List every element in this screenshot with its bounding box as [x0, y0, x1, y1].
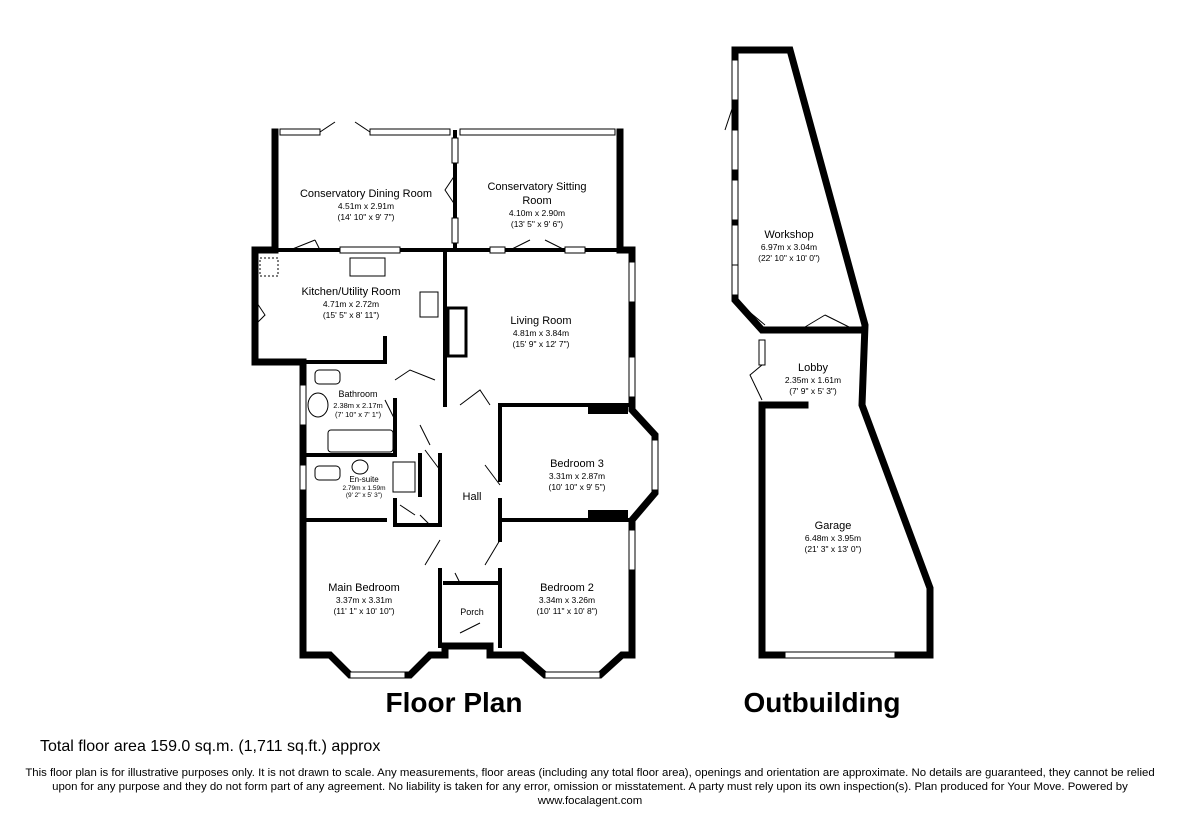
- garage-metric: 6.48m x 3.95m: [805, 533, 861, 543]
- fixtures: [259, 257, 439, 493]
- living-room-name: Living Room: [510, 315, 571, 327]
- garage-name: Garage: [815, 520, 852, 532]
- toilet-bathroom: [314, 369, 341, 385]
- bathroom-imperial: (7' 10" x 7' 1"): [335, 410, 382, 419]
- ensuite-name: En-suite: [349, 475, 379, 484]
- basin-bathroom: [307, 392, 329, 418]
- boiler: [259, 257, 279, 277]
- conservatory-dining-room-metric: 4.51m x 2.91m: [338, 201, 394, 211]
- basin-ensuite: [351, 459, 369, 475]
- bedroom-2-metric: 3.34m x 3.26m: [539, 595, 595, 605]
- kitchen-utility-room-name: Kitchen/Utility Room: [301, 286, 400, 298]
- windows: [279, 59, 896, 679]
- conservatory-sitting-room-name-2: Room: [522, 195, 551, 207]
- total-floor-area: Total floor area 159.0 sq.m. (1,711 sq.f…: [40, 738, 381, 755]
- lobby-name: Lobby: [798, 362, 828, 374]
- disclaimer-text: This floor plan is for illustrative purp…: [25, 767, 1155, 807]
- shower: [392, 461, 416, 493]
- floor-plan-title: Floor Plan: [386, 687, 523, 718]
- bathroom-metric: 2.38m x 2.17m: [333, 401, 383, 410]
- inner-walls: [273, 130, 634, 648]
- conservatory-sitting-room-metric: 4.10m x 2.90m: [509, 208, 565, 218]
- floor-plan-drawing: Conservatory Dining Room 4.51m x 2.91m (…: [251, 46, 934, 718]
- lobby-metric: 2.35m x 1.61m: [785, 375, 841, 385]
- workshop-imperial: (22' 10" x 10' 0"): [758, 253, 820, 263]
- walls: [251, 46, 934, 679]
- workshop-name: Workshop: [764, 229, 813, 241]
- bedroom-3-imperial: (10' 10" x 9' 5"): [548, 482, 605, 492]
- kitchen-utility-room-metric: 4.71m x 2.72m: [323, 299, 379, 309]
- room-labels: Conservatory Dining Room 4.51m x 2.91m (…: [300, 181, 901, 718]
- living-room-imperial: (15' 9" x 12' 7"): [512, 339, 569, 349]
- outbuilding-walls: [731, 46, 934, 659]
- ensuite-metric: 2.79m x 1.59m: [343, 485, 386, 492]
- conservatory-sitting-room-imperial: (13' 5" x 9' 6"): [511, 219, 563, 229]
- workshop-metric: 6.97m x 3.04m: [761, 242, 817, 252]
- conservatory-dining-room-name: Conservatory Dining Room: [300, 188, 432, 200]
- bedroom-2-imperial: (10' 11" x 10' 8"): [536, 606, 597, 616]
- toilet-ensuite: [314, 465, 341, 481]
- bath: [327, 429, 394, 453]
- main-bedroom-name: Main Bedroom: [328, 582, 400, 594]
- fireplace: [446, 306, 468, 358]
- chimney-block-bedroom3-top: [588, 404, 628, 414]
- living-room-metric: 4.81m x 3.84m: [513, 328, 569, 338]
- porch-name: Porch: [460, 607, 484, 617]
- ensuite-imperial: (9' 2" x 5' 3"): [346, 492, 382, 499]
- garage-imperial: (21' 3" x 13' 0"): [804, 544, 861, 554]
- conservatory-sitting-room-name-1: Conservatory Sitting: [487, 181, 586, 193]
- outbuilding-title: Outbuilding: [743, 687, 900, 718]
- conservatory-dining-room-imperial: (14' 10" x 9' 7"): [337, 212, 394, 222]
- bedroom-3-metric: 3.31m x 2.87m: [549, 471, 605, 481]
- kitchen-utility-room-imperial: (15' 5" x 8' 11"): [323, 310, 380, 320]
- lobby-imperial: (7' 9" x 5' 3"): [789, 386, 837, 396]
- chimney-block-bedroom3-bottom: [588, 510, 628, 520]
- main-bedroom-imperial: (11' 1" x 10' 10"): [333, 606, 394, 616]
- hall-name: Hall: [463, 491, 482, 503]
- bathroom-name: Bathroom: [338, 389, 377, 399]
- hob: [419, 291, 439, 318]
- bedroom-3-name: Bedroom 3: [550, 458, 604, 470]
- kitchen-sink: [349, 257, 386, 277]
- doors: [254, 99, 856, 634]
- bedroom-2-name: Bedroom 2: [540, 582, 594, 594]
- main-bedroom-metric: 3.37m x 3.31m: [336, 595, 392, 605]
